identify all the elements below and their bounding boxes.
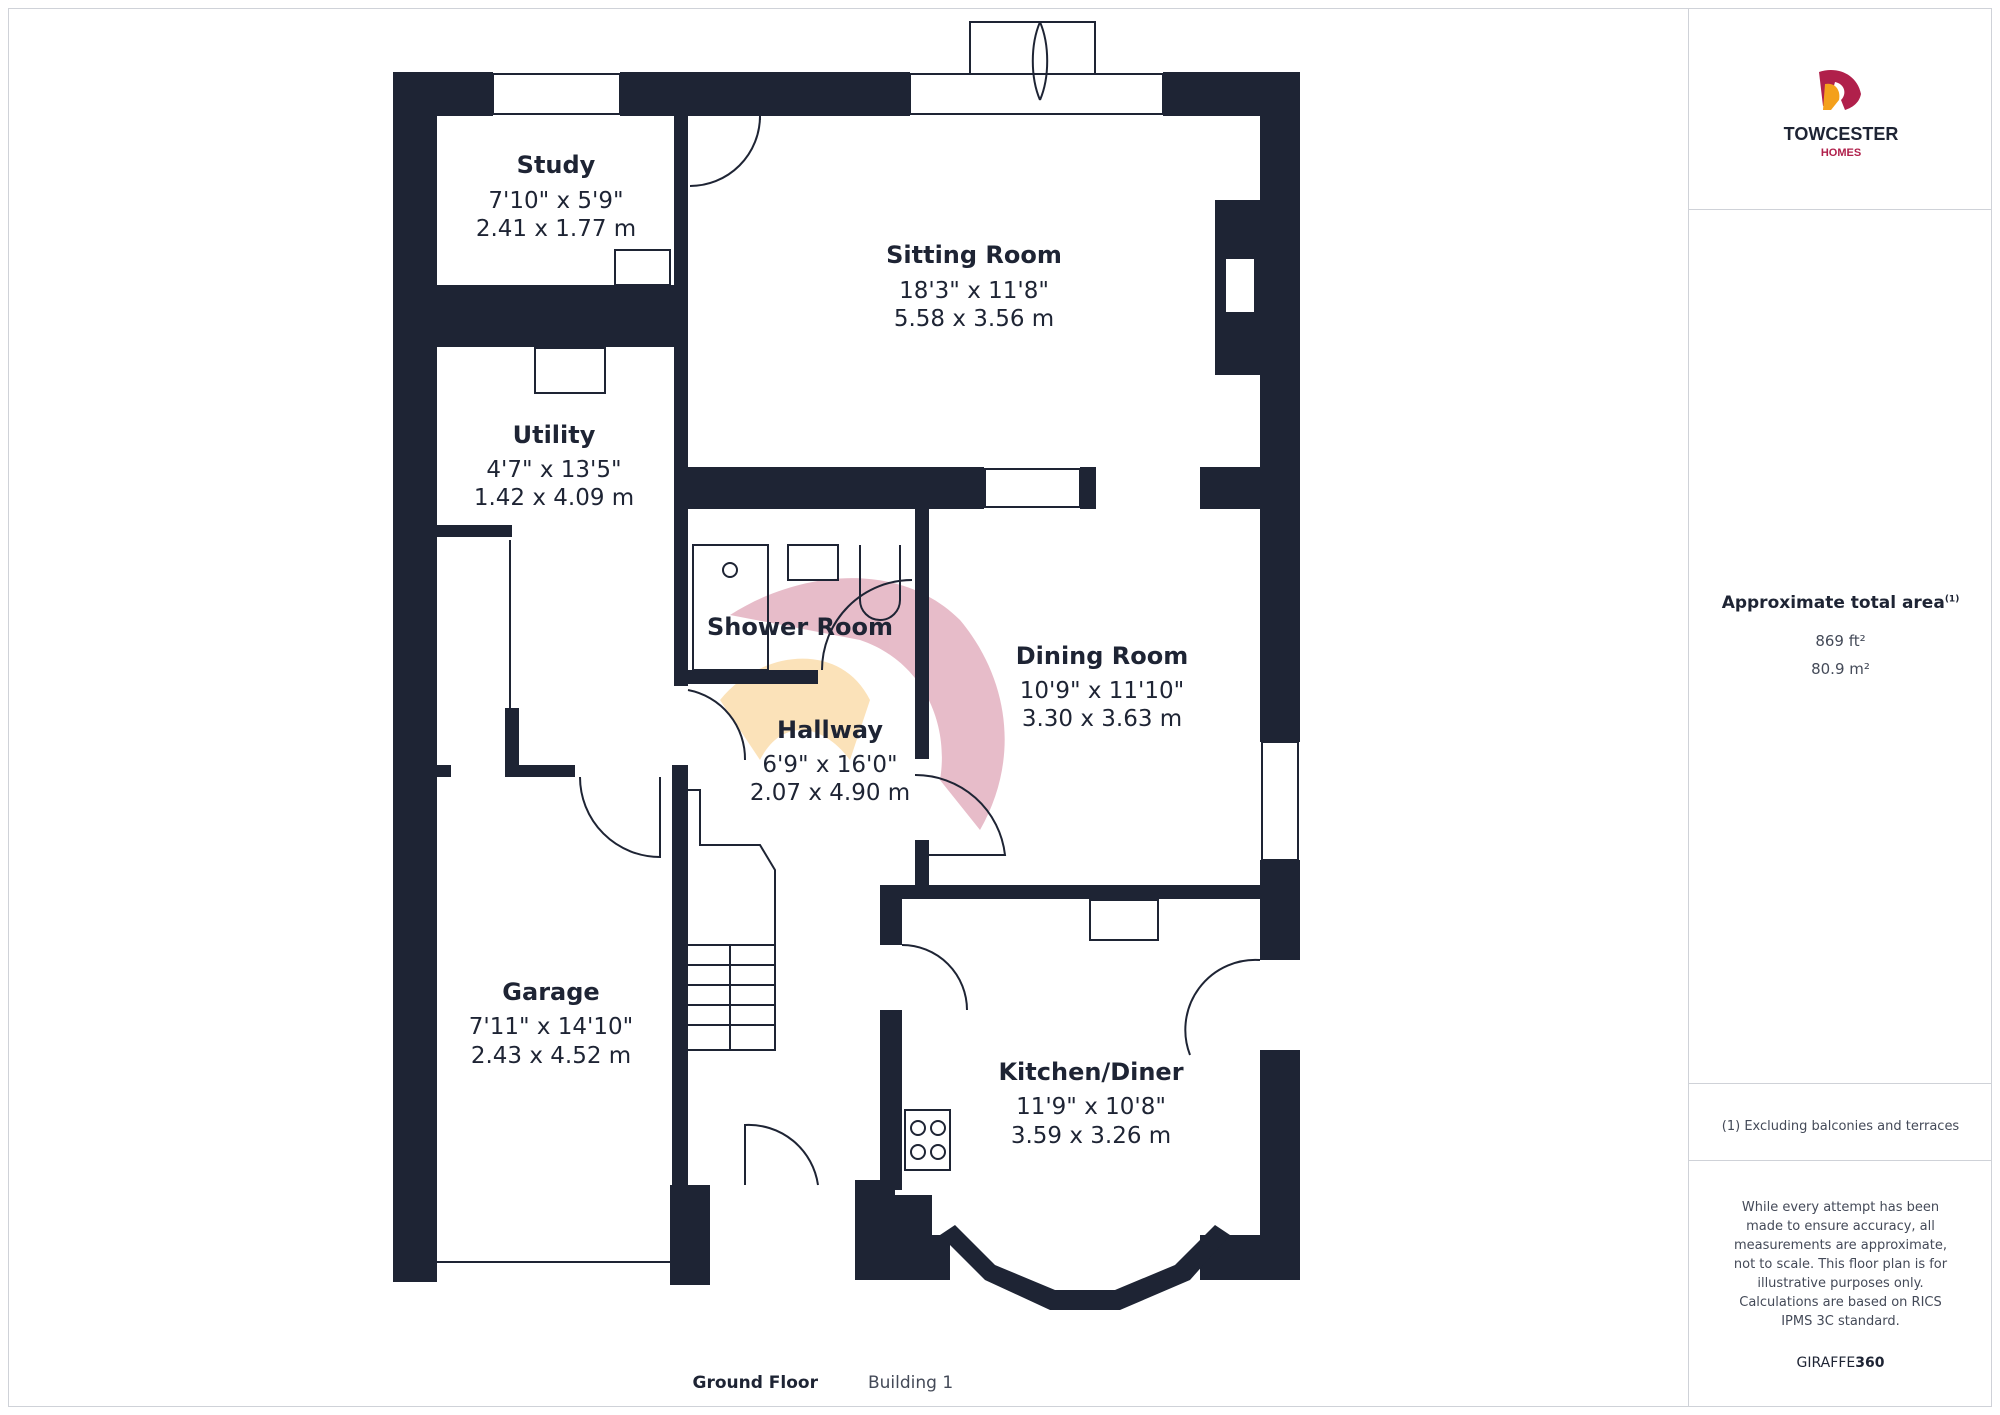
room-hallway: Hallway 6'9" x 16'0" 2.07 x 4.90 m (750, 716, 910, 806)
area-sqft: 869 ft² (1815, 632, 1866, 650)
room-name: Hallway (777, 716, 883, 744)
room-name: Utility (513, 421, 596, 449)
helmet-icon: TOWCESTER HOMES (1784, 70, 1899, 159)
room-shower-room: Shower Room (707, 613, 893, 641)
footnote: (1) Excluding balconies and terraces (1721, 1119, 1960, 1134)
room-dim-metric: 3.59 x 3.26 m (1011, 1123, 1171, 1149)
page-frame (8, 8, 1992, 1407)
floor-plan: Study 7'10" x 5'9" 2.41 x 1.77 m Sitting… (393, 21, 1300, 1393)
room-dim-metric: 2.43 x 4.52 m (471, 1043, 631, 1069)
info-sidebar: TOWCESTER HOMES Approximate total area(1… (1688, 8, 1992, 1407)
room-dim-imperial: 18'3" x 11'8" (899, 278, 1049, 304)
floor-label: Ground Floor (693, 1373, 819, 1393)
room-utility: Utility 4'7" x 13'5" 1.42 x 4.09 m (474, 421, 634, 511)
credit: GIRAFFE360 (1796, 1355, 1885, 1371)
room-dim-metric: 3.30 x 3.63 m (1022, 706, 1182, 732)
room-dim-metric: 1.42 x 4.09 m (474, 485, 634, 511)
room-name: Study (517, 151, 596, 179)
room-dim-metric: 2.07 x 4.90 m (750, 780, 910, 806)
disclaimer: While every attempt has been made to ens… (1733, 1200, 1948, 1291)
room-name: Kitchen/Diner (998, 1058, 1183, 1086)
area-sqm: 80.9 m² (1811, 660, 1870, 678)
room-study: Study 7'10" x 5'9" 2.41 x 1.77 m (476, 151, 636, 242)
room-dim-imperial: 11'9" x 10'8" (1016, 1094, 1166, 1120)
room-dim-metric: 2.41 x 1.77 m (476, 216, 636, 242)
brand-name: TOWCESTER (1784, 124, 1899, 144)
room-dim-imperial: 7'10" x 5'9" (488, 188, 623, 214)
room-sitting-room: Sitting Room 18'3" x 11'8" 5.58 x 3.56 m (886, 241, 1062, 332)
room-dim-imperial: 7'11" x 14'10" (469, 1014, 633, 1040)
room-dim-metric: 5.58 x 3.56 m (894, 306, 1054, 332)
room-name: Garage (502, 978, 599, 1006)
walls (393, 72, 1300, 1310)
brand-subname: HOMES (1821, 147, 1861, 159)
room-dim-imperial: 10'9" x 11'10" (1020, 678, 1184, 704)
room-dim-imperial: 6'9" x 16'0" (762, 752, 897, 778)
building-label: Building 1 (868, 1373, 953, 1393)
room-name: Shower Room (707, 613, 893, 641)
area-title: Approximate total area(1) (1721, 593, 1960, 613)
calculations-note: Calculations are based on RICS IPMS 3C s… (1739, 1295, 1942, 1329)
room-dining-room: Dining Room 10'9" x 11'10" 3.30 x 3.63 m (1016, 642, 1189, 732)
room-garage: Garage 7'11" x 14'10" 2.43 x 4.52 m (469, 978, 633, 1069)
brand-logo: TOWCESTER HOMES (1689, 64, 1992, 164)
room-name: Sitting Room (886, 241, 1062, 269)
room-dim-imperial: 4'7" x 13'5" (486, 457, 621, 483)
room-name: Dining Room (1016, 642, 1189, 670)
fixtures (437, 21, 1299, 1263)
room-kitchen-diner: Kitchen/Diner 11'9" x 10'8" 3.59 x 3.26 … (998, 1058, 1183, 1149)
